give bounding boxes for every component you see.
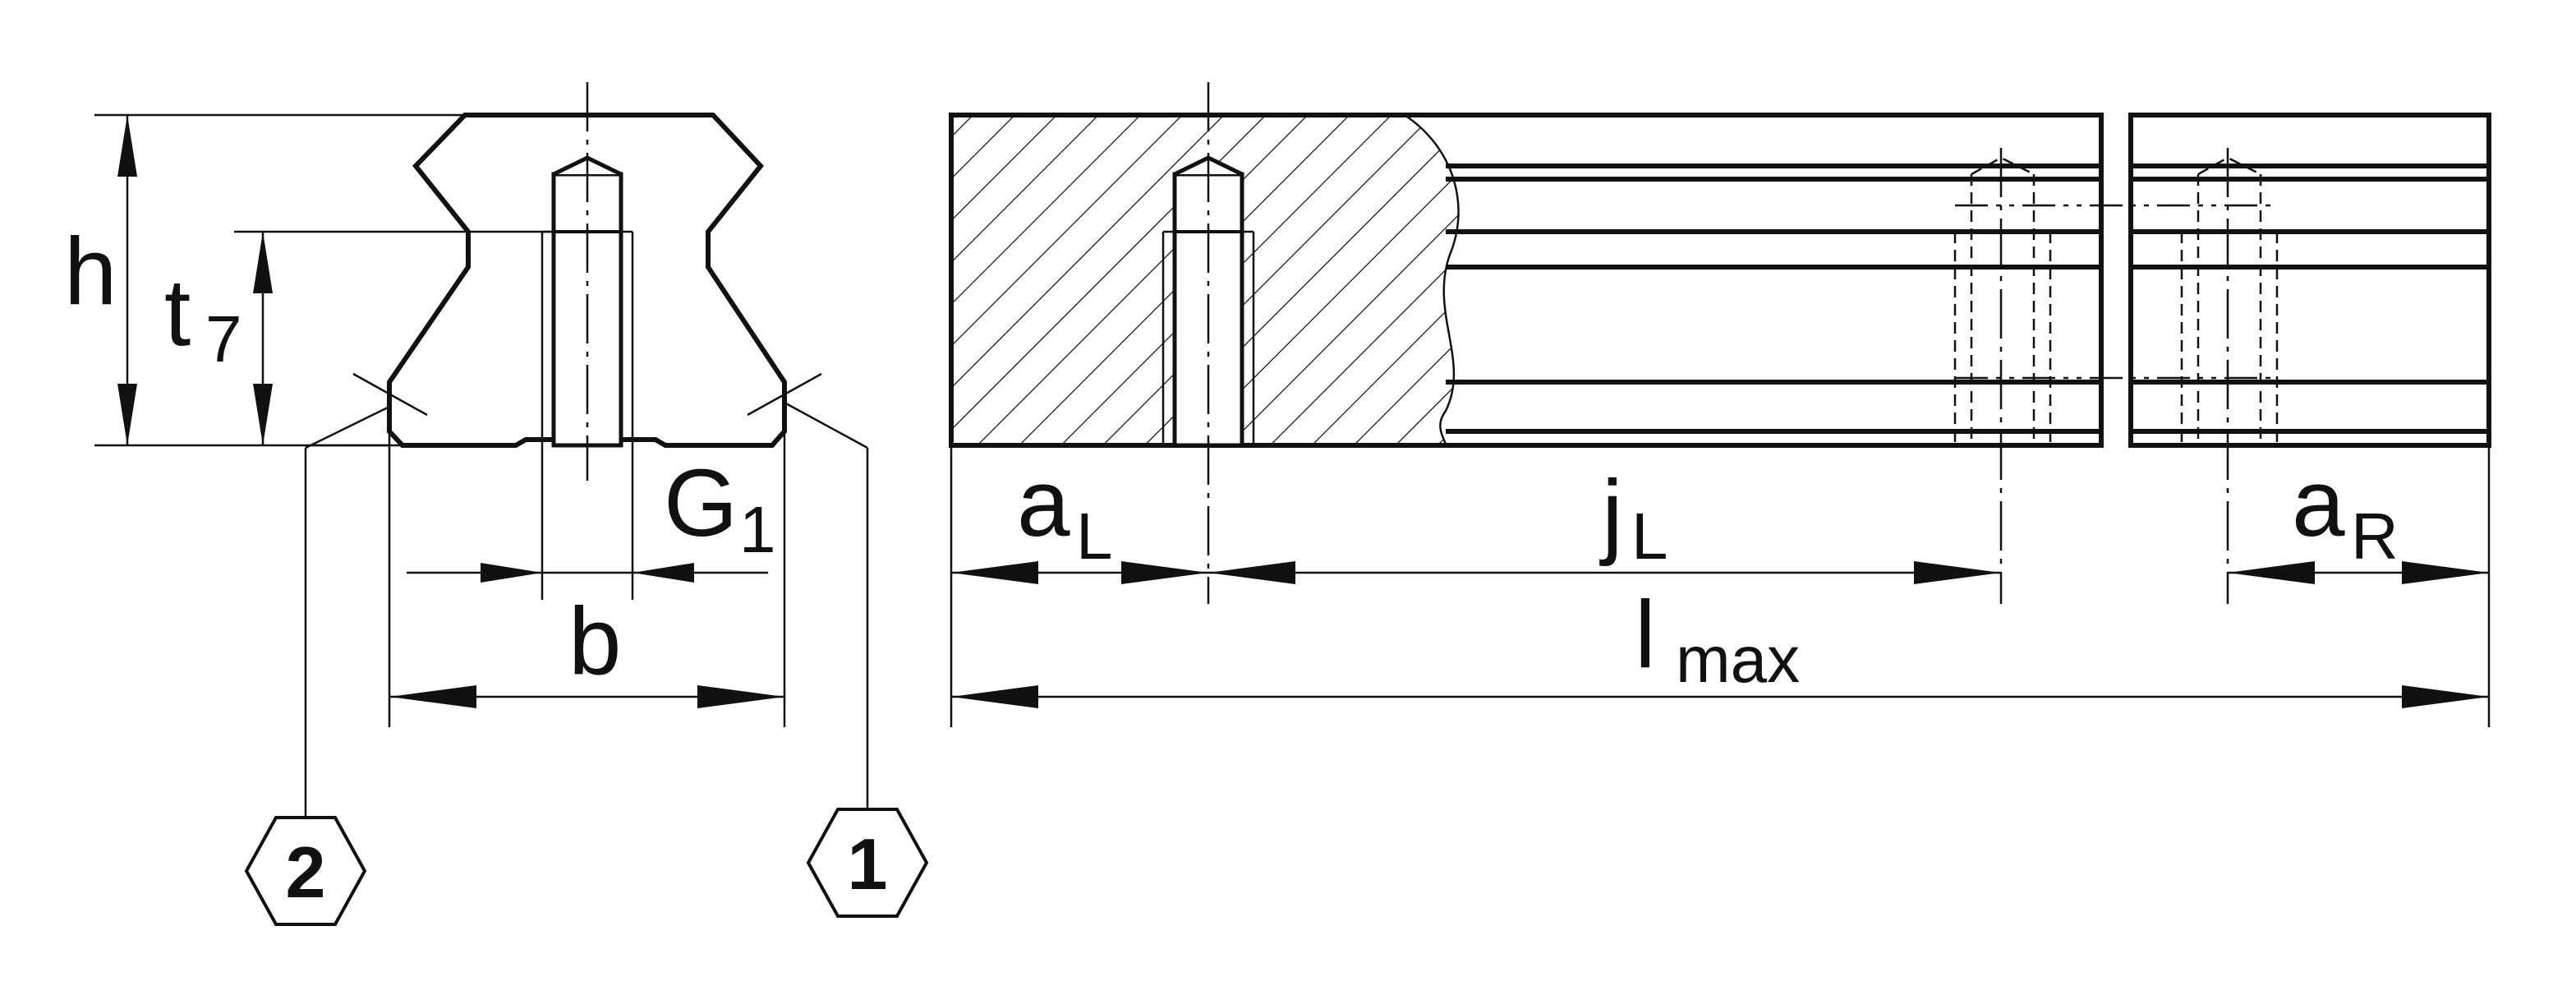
al-subscript: L: [1076, 500, 1113, 573]
marker-2-label: 2: [286, 832, 326, 913]
al-label: a: [1017, 449, 1070, 556]
rail-profile-lines-left: [1446, 164, 2101, 434]
marker-1-label: 1: [848, 823, 888, 905]
t7-subscript: 7: [205, 302, 242, 376]
marker-1: 1: [806, 808, 929, 918]
rail-profile-lines-right: [2131, 164, 2489, 434]
cross-section-view: 2 1 h t 7 G 1 b: [64, 82, 929, 926]
rail-profile-section: [387, 113, 787, 448]
b-label: b: [568, 587, 622, 694]
jl-subscript: L: [1631, 500, 1668, 573]
longitudinal-view: a L j L a R l max: [949, 82, 2491, 727]
hidden-hole-2: [1953, 148, 2052, 604]
broken-out-section: [951, 82, 1460, 604]
g1-label: G: [664, 449, 738, 556]
h-label: h: [64, 218, 117, 325]
marker-2: 2: [244, 816, 367, 926]
hidden-hole-3: [2180, 148, 2279, 604]
ar-label: a: [2292, 449, 2345, 556]
lmax-label: l: [1635, 581, 1656, 688]
jl-label: j: [1599, 460, 1623, 567]
g1-subscript: 1: [739, 493, 776, 566]
t7-label: t: [164, 259, 191, 366]
lmax-subscript: max: [1676, 623, 1800, 696]
ar-subscript: R: [2351, 500, 2399, 573]
